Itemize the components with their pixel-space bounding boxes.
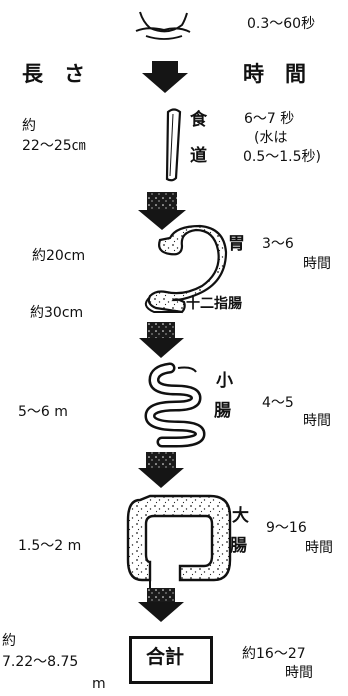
- stomach-icon: [147, 224, 228, 314]
- total-time-unit: 時間: [285, 665, 313, 681]
- arrow-down-icon: [138, 588, 184, 622]
- arrow-down-icon: [138, 192, 186, 230]
- stomach-length: 約20cm: [32, 248, 86, 264]
- small-intestine-label-char: 腸: [214, 401, 231, 421]
- time-column-header: 時 間: [243, 62, 306, 86]
- small-intestine-label-char: 小: [216, 371, 233, 391]
- duodenum-icon: [144, 296, 182, 313]
- arrow-down-icon: [138, 452, 184, 488]
- arrow-down-icon: [139, 322, 184, 358]
- small-intestine-length: 5～6 m: [18, 404, 68, 420]
- esophagus-length: 22～25㎝: [22, 138, 86, 154]
- total-time: 約16～27: [242, 646, 306, 662]
- esophagus-time: 6～7 秒: [244, 111, 295, 127]
- large-intestine-icon: [126, 494, 232, 588]
- mouth-time: 0.3～60秒: [247, 16, 316, 32]
- stomach-time: 3～6: [262, 236, 294, 252]
- large-intestine-label-char: 大: [232, 506, 249, 526]
- esophagus-label-char: 食: [190, 110, 207, 130]
- large-intestine-time: 9～16: [266, 520, 307, 536]
- large-intestine-length: 1.5～2 m: [18, 538, 82, 554]
- large-intestine-time-unit: 時間: [305, 540, 333, 556]
- small-intestine-time: 4～5: [262, 395, 294, 411]
- total-label: 合計: [146, 646, 185, 668]
- esophagus-length-prefix: 約: [22, 118, 36, 134]
- arrow-down-icon: [142, 61, 188, 93]
- small-intestine-icon: [144, 362, 206, 448]
- mouth-icon: [135, 11, 191, 40]
- esophagus-time-note: (水は: [254, 130, 288, 146]
- total-length-prefix: 約: [2, 633, 16, 649]
- esophagus-time-water: 0.5～1.5秒): [243, 149, 321, 165]
- esophagus-icon: [165, 108, 182, 182]
- stomach-label: 胃: [228, 234, 245, 254]
- small-intestine-time-unit: 時間: [303, 413, 331, 429]
- duodenum-label: 十二指腸: [186, 296, 242, 312]
- duodenum-length: 約30cm: [30, 305, 84, 321]
- stomach-time-unit: 時間: [303, 256, 331, 272]
- total-length: 7.22～8.75: [2, 654, 79, 670]
- large-intestine-label-char: 腸: [230, 536, 247, 556]
- length-column-header: 長 さ: [22, 62, 85, 86]
- total-length-unit: m: [92, 676, 106, 692]
- total-box: [129, 636, 213, 684]
- esophagus-label-char: 道: [190, 146, 207, 166]
